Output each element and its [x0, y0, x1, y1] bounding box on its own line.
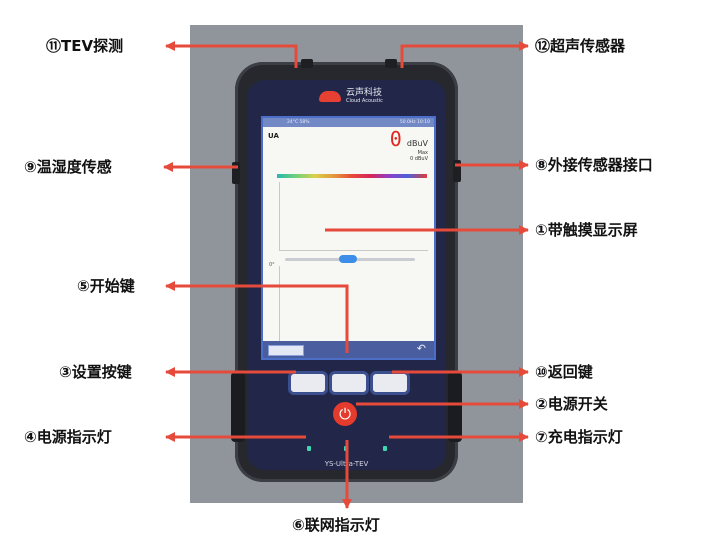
- charge-indicator-led: [383, 446, 387, 451]
- phase-axis-label: 0°: [269, 262, 275, 268]
- mode-title: UA: [268, 132, 279, 140]
- label-network-indicator: ⑥联网指示灯: [292, 516, 380, 534]
- label-touch-display: ①带触摸显示屏: [535, 221, 638, 239]
- max-value: 0 dBuV: [410, 156, 428, 162]
- power-indicator-led: [307, 446, 311, 451]
- left-grip: [231, 372, 245, 442]
- status-bar: 24°C 58% 50.0Hz 10:10: [263, 118, 434, 127]
- label-power-indicator: ④电源指示灯: [24, 428, 112, 446]
- start-key[interactable]: [329, 371, 369, 395]
- label-external-sensor-port: ⑧外接传感器接口: [535, 156, 653, 174]
- brand-logo: 云声科技 Cloud Acoustic: [319, 88, 383, 104]
- temp-humidity-readout: 24°C 58%: [287, 120, 310, 125]
- settings-key[interactable]: [288, 371, 328, 395]
- label-ultrasonic-sensor: ⑫超声传感器: [535, 37, 626, 55]
- label-power-switch: ②电源开关: [535, 395, 608, 413]
- right-grip: [448, 372, 462, 442]
- label-back-key: ⑩返回键: [535, 363, 593, 381]
- brand-logo-icon: [319, 90, 341, 102]
- power-icon[interactable]: ⏻: [333, 402, 357, 426]
- gain-slider-knob[interactable]: [339, 255, 357, 263]
- frequency-time-readout: 50.0Hz 10:10: [399, 120, 430, 125]
- external-sensor-port: [453, 160, 461, 182]
- back-arrow-icon[interactable]: ↶: [416, 342, 426, 355]
- spectrum-plot: [279, 182, 428, 251]
- reading-block: 0 dBuV Max 0 dBuV: [390, 129, 428, 162]
- tev-probe-port: [301, 59, 313, 68]
- label-charge-indicator: ⑦充电指示灯: [535, 428, 623, 446]
- label-start-key: ⑤开始键: [77, 277, 135, 295]
- brand-name-en: Cloud Acoustic: [346, 98, 383, 104]
- label-tev-probe: ⑪TEV探测: [46, 37, 124, 55]
- arrow-tev-probe: [165, 41, 298, 68]
- reading-value: 0: [389, 127, 402, 151]
- arrow-ultrasonic-sensor: [400, 41, 529, 68]
- temp-humidity-sensor-port: [232, 162, 240, 184]
- label-settings-key: ③设置按键: [59, 363, 132, 381]
- mode-toggle[interactable]: [268, 345, 304, 356]
- intensity-color-bar: [277, 174, 427, 178]
- brand-name-cn: 云声科技: [346, 88, 383, 98]
- arrow-start-key: [165, 281, 349, 353]
- ultrasonic-sensor-port: [385, 59, 397, 68]
- reading-unit: dBuV: [406, 139, 428, 148]
- back-key[interactable]: [370, 371, 410, 395]
- max-label: Max: [417, 150, 428, 156]
- label-temp-humidity-sensor: ⑨温湿度传感: [24, 158, 112, 176]
